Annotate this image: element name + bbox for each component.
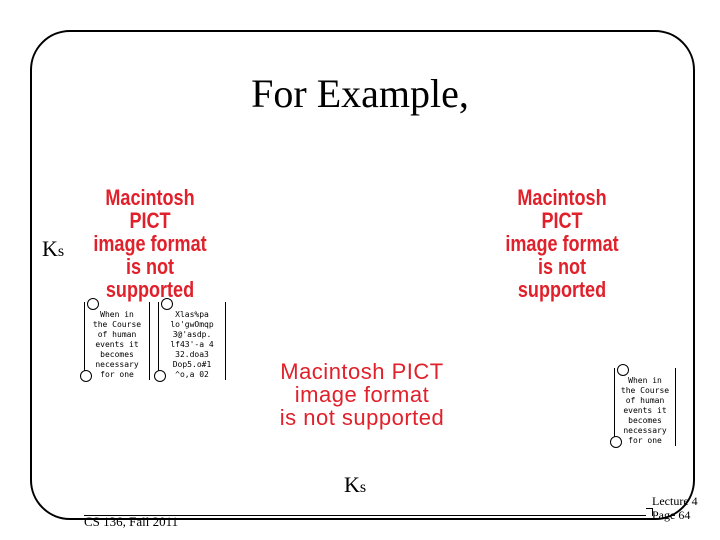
footer-course: CS 136, Fall 2011: [84, 514, 179, 529]
scroll-line: ^o,a 02: [175, 370, 209, 379]
pict-line-2: image format: [505, 231, 619, 257]
scroll-line: lo'gwOmqp: [170, 320, 214, 329]
scroll-line: becomes: [628, 416, 662, 425]
scroll-document-1: When in the Course of human events it be…: [80, 298, 150, 382]
scroll-line: becomes: [100, 350, 134, 359]
pict-placeholder-center: Macintosh PICT image format is not suppo…: [248, 360, 476, 429]
ks-label-bottom: Ks: [344, 472, 366, 498]
pict-line-3: is not supported: [105, 254, 195, 303]
scroll-line: for one: [100, 370, 134, 379]
scroll-curl-icon: [87, 298, 99, 310]
ks-sub: s: [57, 243, 65, 260]
pict-line-3: is not supported: [517, 254, 607, 303]
ks-sub: s: [359, 479, 367, 496]
scroll-document-2: Xlas%pa lo'gwOmqp 3@'asdp. lf43'-a 4 32.…: [154, 298, 226, 382]
ks-main: K: [344, 472, 360, 497]
slide-title: For Example,: [251, 71, 469, 116]
scroll-line: events it: [95, 340, 139, 349]
scroll-line: 3@'asdp.: [172, 330, 212, 339]
scroll-line: When in: [628, 376, 662, 385]
ks-label-top: Ks: [42, 236, 64, 262]
scroll-line: lf43'-a 4: [170, 340, 214, 349]
scroll-line: of human: [97, 330, 137, 339]
scroll-line: Xlas%pa: [175, 310, 209, 319]
pict-line-1: Macintosh PICT: [517, 185, 607, 234]
scroll-curl-icon: [617, 364, 629, 376]
pict-line-2: image format: [294, 382, 430, 408]
footer-rule-tick: [646, 508, 653, 516]
scroll-line: events it: [623, 406, 667, 415]
footer-page: Page 64: [652, 508, 691, 522]
scroll-line: 32.doa3: [175, 350, 209, 359]
scroll-line: When in: [100, 310, 134, 319]
footer-lecture-info: Lecture 4 Page 64: [652, 494, 698, 522]
footer-lecture: Lecture 4: [652, 494, 698, 508]
scroll-curl-icon: [161, 298, 173, 310]
pict-line-1: Macintosh PICT: [280, 359, 444, 384]
scroll-line: necessary: [623, 426, 667, 435]
scroll-line: Dop5.o#1: [172, 360, 212, 369]
pict-line-2: image format: [93, 231, 207, 257]
pict-line-3: is not supported: [279, 405, 445, 431]
scroll-line: for one: [628, 436, 662, 445]
slide-frame: [30, 30, 695, 520]
scroll-line: the Course: [92, 320, 142, 329]
footer-rule: [84, 515, 646, 516]
pict-placeholder-left: Macintosh PICT image format is not suppo…: [84, 185, 215, 303]
scroll-line: the Course: [620, 386, 670, 395]
pict-line-1: Macintosh PICT: [105, 185, 195, 234]
scroll-curl-icon: [154, 370, 166, 382]
pict-placeholder-right: Macintosh PICT image format is not suppo…: [496, 185, 627, 303]
scroll-line: of human: [625, 396, 665, 405]
ks-main: K: [42, 236, 58, 261]
scroll-document-3: When in the Course of human events it be…: [610, 364, 676, 448]
scroll-curl-icon: [610, 436, 622, 448]
scroll-curl-icon: [80, 370, 92, 382]
scroll-line: necessary: [95, 360, 139, 369]
